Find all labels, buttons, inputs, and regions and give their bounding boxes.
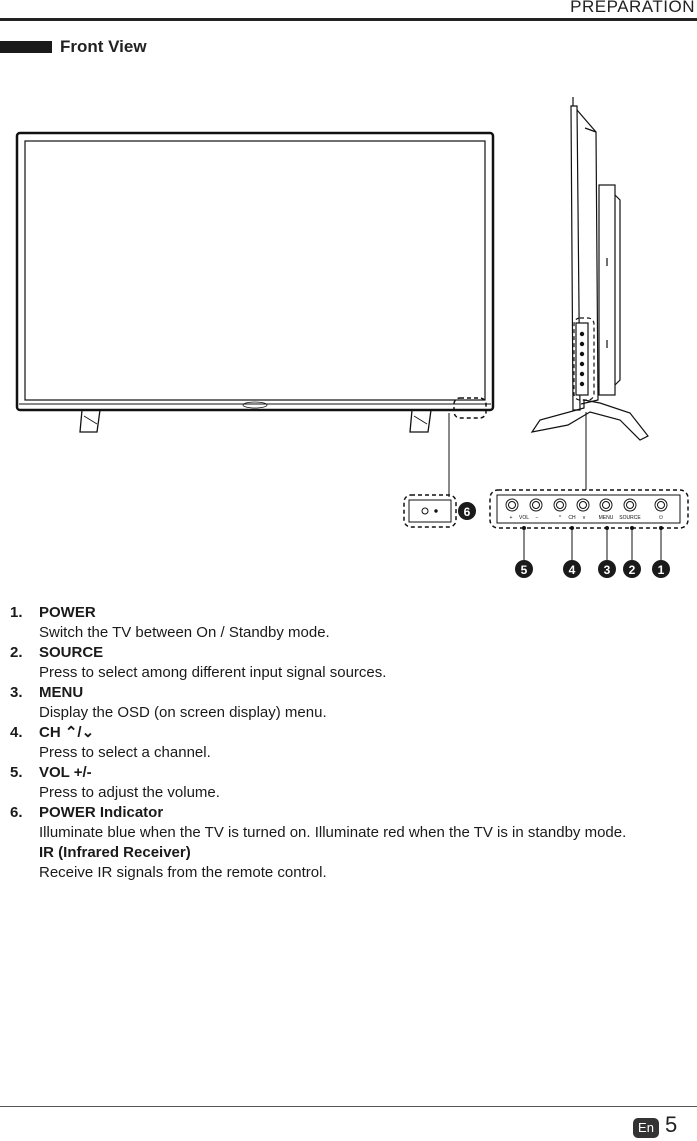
item-subtitle: IR (Infrared Receiver)	[39, 844, 191, 861]
right-foot	[409, 409, 432, 433]
svg-text:4: 4	[569, 563, 576, 577]
svg-text:3: 3	[604, 563, 611, 577]
language-badge: En	[633, 1118, 659, 1138]
callouts-row: 5 4 3 2 1	[515, 560, 670, 578]
svg-text:^: ^	[559, 515, 562, 521]
list-item-channel: 4. CH ⌃/⌄ Press to select a channel.	[10, 723, 626, 763]
svg-text:6: 6	[464, 505, 471, 519]
item-title: POWER	[39, 604, 96, 621]
svg-text:5: 5	[521, 563, 528, 577]
list-item-volume: 5. VOL +/- Press to adjust the volume.	[10, 763, 626, 803]
svg-text:CH: CH	[568, 515, 576, 521]
item-description: Switch the TV between On / Standby mode.	[39, 624, 330, 641]
callout-6: 6	[458, 502, 476, 520]
item-title: SOURCE	[39, 644, 104, 661]
item-description: Illuminate blue when the TV is turned on…	[39, 824, 627, 841]
item-title: VOL +/-	[39, 764, 92, 781]
list-item-menu: 3. MENU Display the OSD (on screen displ…	[10, 683, 626, 723]
item-number: 3.	[10, 684, 23, 701]
left-foot	[79, 409, 101, 433]
page-number: 5	[665, 1112, 678, 1137]
svg-text:VOL: VOL	[519, 515, 529, 521]
section-title: Front View	[60, 37, 147, 56]
section-marker-bar	[0, 41, 52, 53]
item-number: 2.	[10, 644, 23, 661]
svg-text:v: v	[583, 515, 586, 521]
list-item-power-indicator: 6. POWER Indicator Illuminate blue when …	[10, 803, 626, 883]
svg-text:+: +	[510, 515, 513, 521]
footer-rule	[0, 1106, 697, 1107]
tv-front	[15, 131, 495, 497]
feature-list: 1. POWER Switch the TV between On / Stan…	[10, 603, 626, 883]
ir-sensor-highlight	[453, 397, 487, 419]
svg-text:2: 2	[629, 563, 636, 577]
callout-5: 5	[515, 560, 533, 578]
item-number: 4.	[10, 724, 23, 741]
side-button-panel	[575, 322, 589, 396]
header-rule	[0, 18, 697, 21]
tv-bezel	[15, 131, 495, 412]
side-stand	[530, 399, 649, 441]
callout-3: 3	[598, 560, 616, 578]
item-title: POWER Indicator	[39, 804, 164, 821]
item-description: Press to adjust the volume.	[39, 784, 220, 801]
item-number: 6.	[10, 804, 23, 821]
svg-text:MENU: MENU	[599, 515, 614, 521]
item-description: Press to select among different input si…	[39, 664, 387, 681]
svg-text:⏻: ⏻	[659, 515, 663, 521]
section-header-label: PREPARATION	[570, 0, 695, 16]
svg-text:1: 1	[658, 563, 665, 577]
svg-text:−: −	[536, 515, 539, 521]
list-item-source: 2. SOURCE Press to select among differen…	[10, 643, 626, 683]
list-item-power: 1. POWER Switch the TV between On / Stan…	[10, 603, 626, 643]
item-title: MENU	[39, 684, 84, 701]
item-title: CH ⌃/⌄	[39, 724, 95, 741]
item-description: Press to select a channel.	[39, 744, 211, 761]
tv-logo	[242, 401, 268, 409]
control-panel-detail: + VOL − ^ CH v MENU SOURCE ⏻	[489, 489, 689, 560]
tv-side	[530, 97, 649, 490]
tv-screen	[24, 140, 486, 401]
tv-front-view-diagram: 6 + VOL − ^ CH v MENU SOURCE ⏻	[15, 97, 689, 578]
svg-text:SOURCE: SOURCE	[619, 515, 641, 521]
callout-1: 1	[652, 560, 670, 578]
item-number: 1.	[10, 604, 23, 621]
item-subdescription: Receive IR signals from the remote contr…	[39, 864, 327, 881]
item-description: Display the OSD (on screen display) menu…	[39, 704, 327, 721]
ir-sensor-detail	[403, 494, 457, 528]
callout-4: 4	[563, 560, 581, 578]
item-number: 5.	[10, 764, 23, 781]
callout-2: 2	[623, 560, 641, 578]
